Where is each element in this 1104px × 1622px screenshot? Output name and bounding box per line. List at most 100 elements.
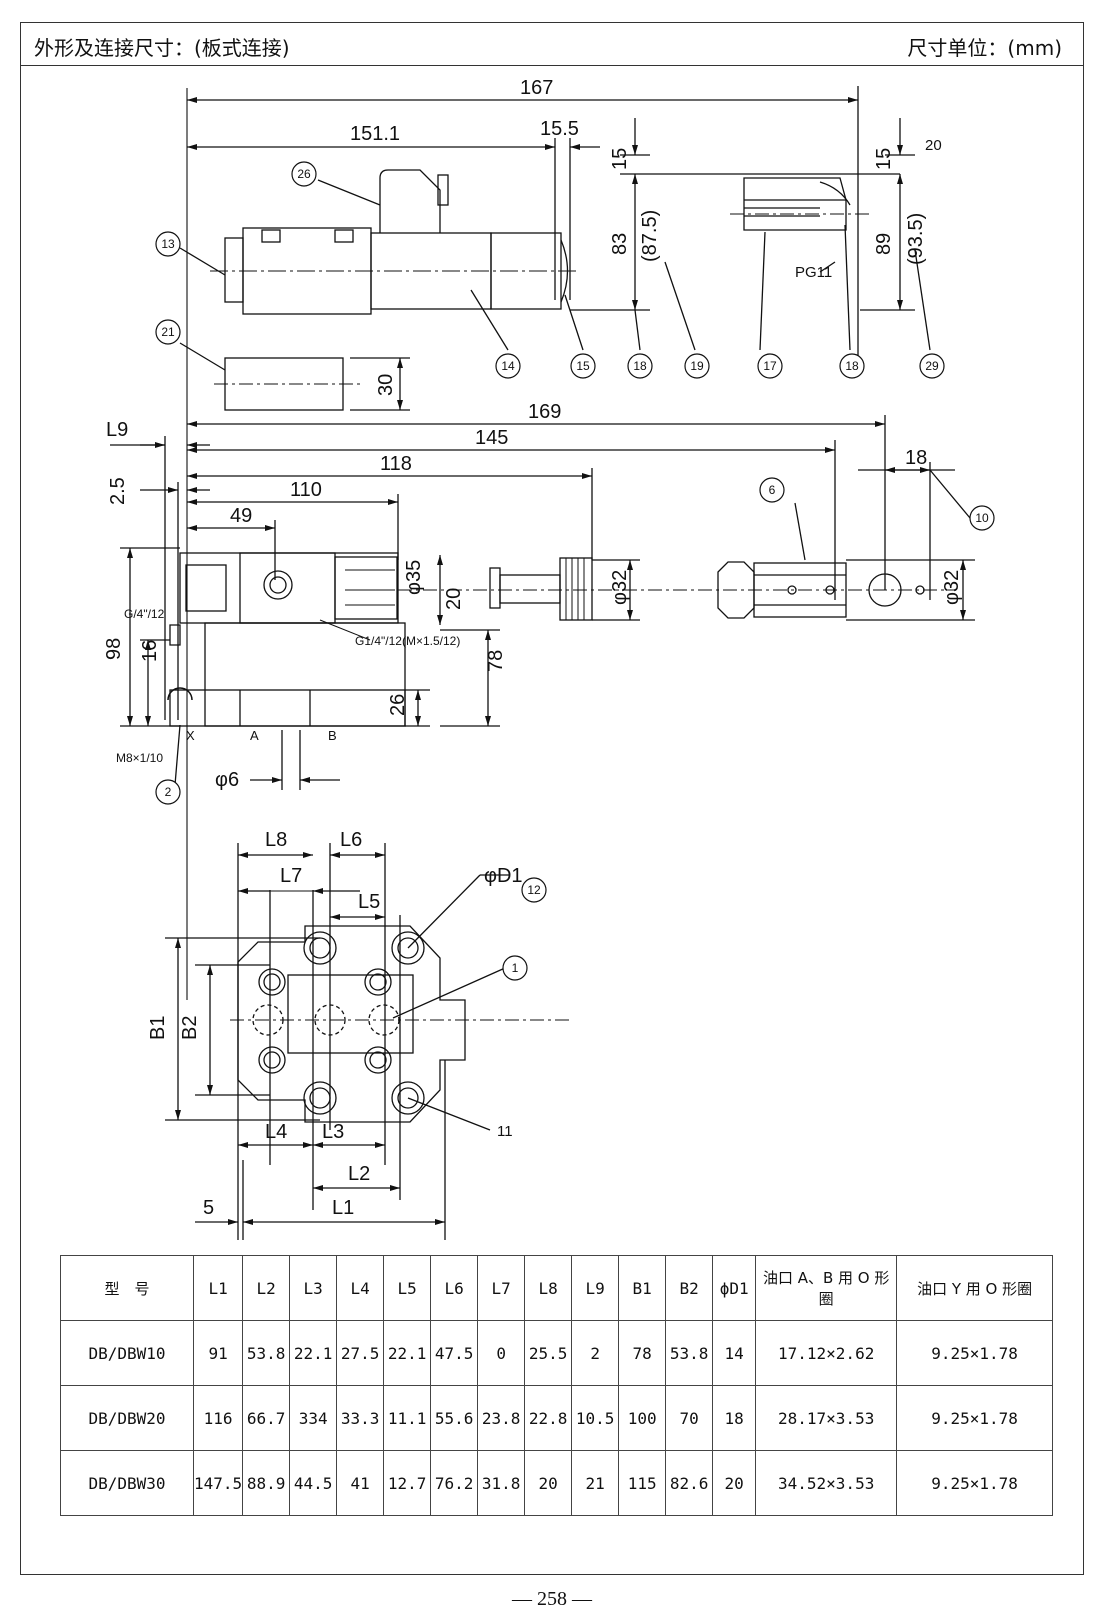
port-x: X xyxy=(186,728,195,743)
thread-bottom: M8×1/10 xyxy=(116,751,163,765)
bottom-view xyxy=(165,843,570,1240)
cell: 116 xyxy=(192,1385,244,1451)
dim-2-5: 2.5 xyxy=(107,477,129,505)
cell: 115 xyxy=(618,1450,667,1516)
cell: 11.1 xyxy=(383,1385,432,1451)
dim-169: 169 xyxy=(528,401,561,423)
col-oring-ab: 油口 A、B 用 O 形圈 xyxy=(755,1255,898,1321)
cell: 28.17×3.53 xyxy=(755,1385,898,1451)
dim-98: 98 xyxy=(103,638,125,660)
dim-phi6: φ6 xyxy=(215,769,239,791)
cell: 88.9 xyxy=(242,1450,291,1516)
col-l7: L7 xyxy=(477,1255,526,1321)
dim-30: 30 xyxy=(375,374,397,396)
cell: 70 xyxy=(665,1385,714,1451)
dim-167: 167 xyxy=(520,77,553,99)
dim-26: 26 xyxy=(387,694,409,716)
side-view xyxy=(110,415,975,790)
dim-20-side: 20 xyxy=(443,588,465,610)
cell: 33.3 xyxy=(336,1385,385,1451)
callout-14: 14 xyxy=(501,359,515,373)
dim-phi32-left: φ32 xyxy=(609,570,631,605)
col-l9: L9 xyxy=(571,1255,620,1321)
dim-93-5: (93.5) xyxy=(905,213,927,265)
col-l8: L8 xyxy=(524,1255,573,1321)
cell: 25.5 xyxy=(524,1320,573,1386)
dim-87-5: (87.5) xyxy=(639,210,661,262)
callout-1: 1 xyxy=(512,961,519,975)
cell: 14 xyxy=(712,1320,757,1386)
dim-b2: B2 xyxy=(179,1016,201,1040)
dim-15-right: 15 xyxy=(873,148,895,170)
table-row: DB/DBW20 116 66.7 334 33.3 11.1 55.6 23.… xyxy=(60,1385,1053,1451)
cell: 53.8 xyxy=(665,1320,714,1386)
dim-l6: L6 xyxy=(340,829,362,851)
dim-18: 18 xyxy=(905,447,927,469)
cell: 9.25×1.78 xyxy=(896,1320,1053,1386)
pg11-label: PG11 xyxy=(795,264,832,281)
dim-83: 83 xyxy=(609,233,631,255)
table-row: DB/DBW30 147.5 88.9 44.5 41 12.7 76.2 31… xyxy=(60,1450,1053,1516)
callout-6: 6 xyxy=(769,483,776,497)
callout-21: 21 xyxy=(161,325,175,339)
col-b2: B2 xyxy=(665,1255,714,1321)
dim-89: 89 xyxy=(873,233,895,255)
col-l4: L4 xyxy=(336,1255,385,1321)
cell: 10.5 xyxy=(571,1385,620,1451)
cell: 2 xyxy=(571,1320,620,1386)
dim-l4: L4 xyxy=(265,1121,287,1143)
cell: 22.1 xyxy=(383,1320,432,1386)
dim-20-small: 20 xyxy=(925,137,942,154)
dim-145: 145 xyxy=(475,427,508,449)
dim-151-1: 151.1 xyxy=(350,123,400,145)
cell: 31.8 xyxy=(477,1450,526,1516)
cell: 334 xyxy=(289,1385,338,1451)
page-title: 外形及连接尺寸：(板式连接) xyxy=(34,36,290,60)
dim-l1: L1 xyxy=(332,1197,354,1219)
cell-model: DB/DBW20 xyxy=(60,1385,194,1451)
dim-15-top: 15 xyxy=(609,148,631,170)
callout-18b: 18 xyxy=(845,359,859,373)
col-l6: L6 xyxy=(430,1255,479,1321)
col-model: 型 号 xyxy=(60,1255,194,1321)
callout-13: 13 xyxy=(161,237,175,251)
cell: 27.5 xyxy=(336,1320,385,1386)
cell: 34.52×3.53 xyxy=(755,1450,898,1516)
cell: 21 xyxy=(571,1450,620,1516)
callout-17: 17 xyxy=(763,359,777,373)
callout-29: 29 xyxy=(925,359,939,373)
callout-2: 2 xyxy=(165,785,172,799)
spec-table: 型 号 L1 L2 L3 L4 L5 L6 L7 L8 L9 B1 B2 ϕD1… xyxy=(60,1255,1053,1516)
dim-15-5: 15.5 xyxy=(540,118,579,140)
col-phid1: ϕD1 xyxy=(712,1255,757,1321)
dim-phi32-right: φ32 xyxy=(941,570,963,605)
dim-49: 49 xyxy=(230,505,252,527)
callout-12: 12 xyxy=(527,883,541,897)
col-l1: L1 xyxy=(192,1255,244,1321)
cell: 9.25×1.78 xyxy=(896,1385,1053,1451)
callout-10: 10 xyxy=(975,511,989,525)
cell-model: DB/DBW10 xyxy=(60,1320,194,1386)
cell: 47.5 xyxy=(430,1320,479,1386)
cell: 41 xyxy=(336,1450,385,1516)
cell: 23.8 xyxy=(477,1385,526,1451)
col-b1: B1 xyxy=(618,1255,667,1321)
cell: 22.8 xyxy=(524,1385,573,1451)
cell: 91 xyxy=(192,1320,244,1386)
dim-l8: L8 xyxy=(265,829,287,851)
port-a: A xyxy=(250,728,259,743)
cell: 82.6 xyxy=(665,1450,714,1516)
port-b: B xyxy=(328,728,337,743)
cell: 55.6 xyxy=(430,1385,479,1451)
dim-l3: L3 xyxy=(322,1121,344,1143)
col-l2: L2 xyxy=(242,1255,291,1321)
callout-19: 19 xyxy=(690,359,704,373)
cell: 100 xyxy=(618,1385,667,1451)
cell: 147.5 xyxy=(192,1450,244,1516)
cell: 66.7 xyxy=(242,1385,291,1451)
col-oring-y: 油口 Y 用 O 形圈 xyxy=(896,1255,1053,1321)
dim-l9: L9 xyxy=(106,419,128,441)
cell: 76.2 xyxy=(430,1450,479,1516)
cell: 9.25×1.78 xyxy=(896,1450,1053,1516)
